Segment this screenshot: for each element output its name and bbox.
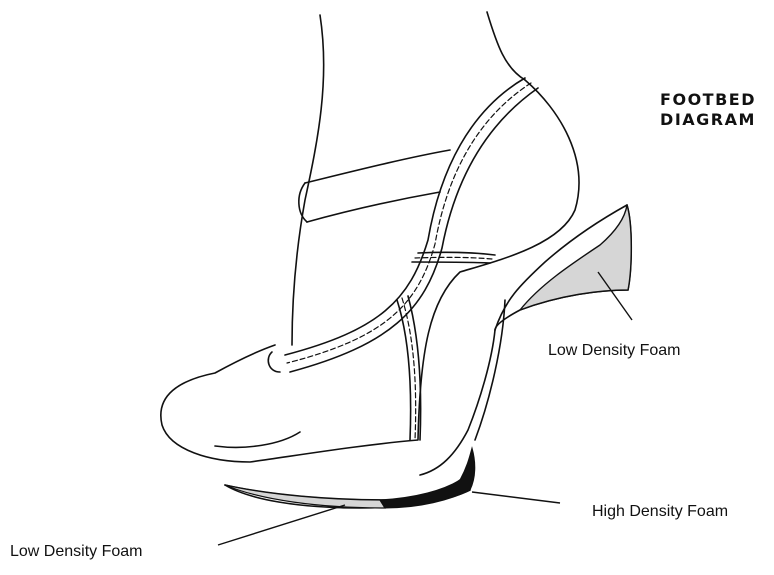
cross-strap-stitch [415, 257, 492, 259]
cross-strap-top [418, 252, 495, 255]
leader-forefoot [218, 505, 345, 545]
diagram-title: FOOTBED DIAGRAM [660, 90, 756, 130]
ankle-strap-end [299, 183, 307, 222]
footbed-arch-inner [475, 300, 505, 440]
toe-post [268, 352, 280, 372]
footbed-arch [420, 330, 495, 475]
label-high-density-foam: High Density Foam [592, 503, 728, 521]
main-strap-inner [290, 88, 538, 372]
forefoot-low-density-foam [225, 485, 385, 508]
high-density-foam [380, 448, 475, 508]
leader-high-density [472, 492, 560, 503]
ankle-strap-bottom [307, 192, 440, 222]
leg-back-outline [487, 12, 525, 80]
label-forefoot-low-density-foam: Low Density Foam [10, 543, 143, 561]
foot-outline [161, 80, 579, 462]
ankle-strap-top [305, 150, 450, 183]
label-heel-low-density-foam: Low Density Foam [548, 342, 681, 360]
cross-strap-bottom [412, 262, 490, 263]
diagram-title-line1: FOOTBED [660, 90, 756, 110]
main-strap-stitch [287, 83, 531, 363]
toe-crease [215, 432, 300, 447]
diagram-title-line2: DIAGRAM [660, 110, 756, 130]
